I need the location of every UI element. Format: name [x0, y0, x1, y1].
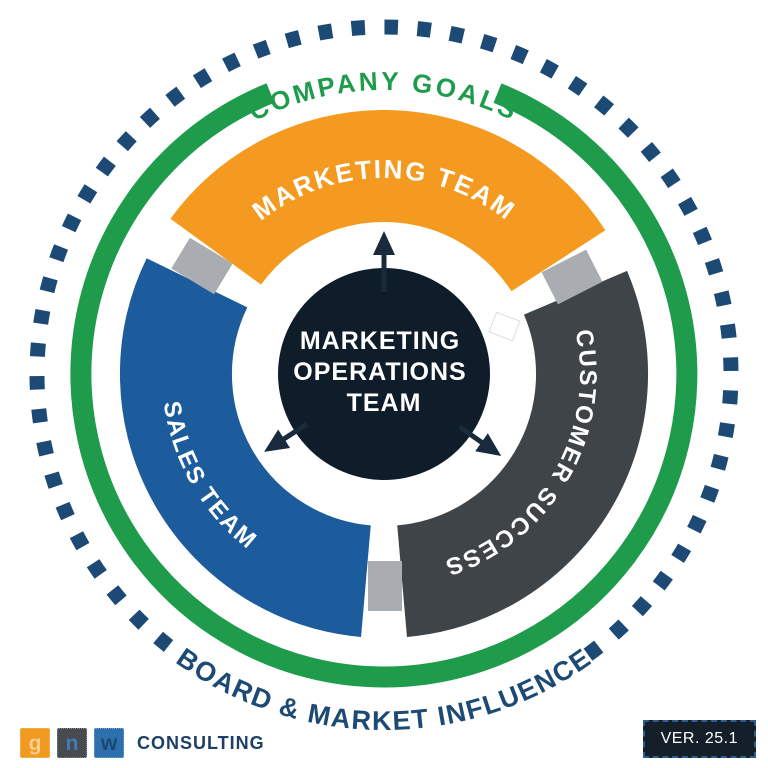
segment-connector-top-left: [171, 237, 233, 295]
center-label: MARKETING OPERATIONS TEAM: [293, 327, 474, 417]
logo-square-n: n: [57, 728, 87, 758]
board-market-influence-label: BOARD & MARKET INFLUENCE: [171, 642, 596, 736]
consulting-logo: g n w CONSULTING: [20, 728, 265, 758]
logo-square-g: g: [20, 728, 50, 758]
logo-square-w: w: [94, 728, 124, 758]
segment-marketing-team: [170, 110, 606, 293]
center-circle: [278, 268, 490, 480]
arrow-down-right-icon: [457, 424, 502, 456]
segment-sales-team: [119, 258, 372, 637]
segment-connector-bottom: [368, 561, 402, 611]
outer-dashed-ring: [29, 19, 739, 661]
white-square-marker-icon: [488, 311, 521, 342]
arrow-down-left-icon: [264, 422, 309, 452]
version-badge: VER. 25.1: [642, 720, 756, 758]
segment-customer-success: [395, 270, 649, 637]
logo-wordmark: CONSULTING: [137, 732, 265, 753]
company-goals-ring: [70, 83, 698, 688]
segment-connector-top-right: [541, 249, 603, 305]
